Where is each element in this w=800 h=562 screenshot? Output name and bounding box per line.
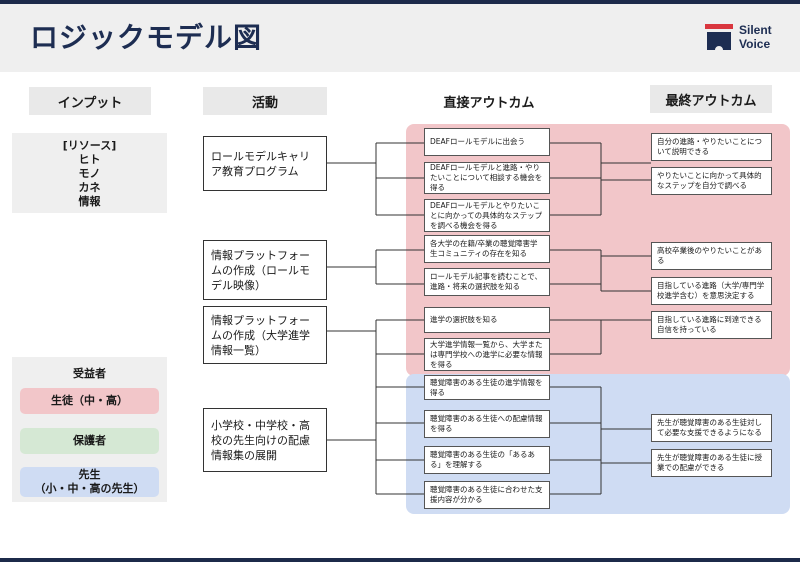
resources-panel: [リソース] ヒト モノ カネ 情報 [12, 133, 167, 213]
direct-outcome-1: DEAFロールモデルに出会う [424, 128, 550, 156]
final-outcome-1: 自分の進路・やりたいことについて説明できる [651, 133, 772, 161]
resource-people: ヒト [78, 153, 101, 166]
beneficiaries-panel: 受益者 生徒（中・高） 保護者 先生 （小・中・高の先生） [12, 357, 167, 502]
silent-voice-logo: Silent Voice [705, 22, 785, 56]
direct-outcome-6: 進学の選択肢を知る [424, 307, 550, 333]
activity-platform-video: 情報プラットフォームの作成（ロールモデル映像） [203, 240, 327, 300]
header-input: インプット [29, 87, 151, 115]
page-title: ロジックモデル図 [30, 21, 263, 54]
direct-outcome-2: DEAFロールモデルと進路・やりたいことについて相談する機会を得る [424, 162, 550, 194]
final-outcome-3: 高校卒業後のやりたいことがある [651, 242, 772, 270]
activity-career-program: ロールモデルキャリア教育プログラム [203, 136, 327, 191]
header-final-outcome: 最終アウトカム [650, 85, 772, 113]
direct-outcome-5: ロールモデル記事を読むことで、進路・将来の選択肢を知る [424, 268, 550, 296]
resource-things: モノ [78, 167, 101, 180]
activity-teacher-guide: 小学校・中学校・高校の先生向けの配慮情報集の展開 [203, 408, 327, 472]
activity-platform-university: 情報プラットフォームの作成（大学進学情報一覧） [203, 306, 327, 364]
final-outcome-4: 目指している進路（大学/専門学校進学含む）を意思決定する [651, 277, 772, 305]
top-rule [0, 0, 800, 4]
header-direct-outcome: 直接アウトカム [443, 95, 535, 111]
direct-outcome-3: DEAFロールモデルとやりたいことに向かっての具体的なステップを調べる機会を得る [424, 199, 550, 232]
final-outcome-2: やりたいことに向かって具体的なステップを自分で調べる [651, 167, 772, 195]
bottom-rule [0, 558, 800, 562]
beneficiary-teachers: 先生 （小・中・高の先生） [20, 467, 159, 497]
resources-label: [リソース] [62, 139, 117, 152]
direct-outcome-7: 大学進学情報一覧から、大学または専門学校への進学に必要な情報を得る [424, 338, 550, 371]
direct-outcome-9: 聴覚障害のある生徒への配慮情報を得る [424, 410, 550, 438]
final-outcome-6: 先生が聴覚障害のある生徒対して必要な支援できるようになる [651, 414, 772, 442]
resource-money: カネ [78, 181, 101, 194]
beneficiaries-title: 受益者 [73, 367, 106, 380]
final-outcome-7: 先生が聴覚障害のある生徒に授業での配慮ができる [651, 449, 772, 477]
direct-outcome-10: 聴覚障害のある生徒の「あるある」を理解する [424, 446, 550, 474]
header-band [0, 4, 800, 72]
direct-outcome-4: 各大学の在籍/卒業の聴覚障害学生コミュニティの存在を知る [424, 235, 550, 263]
direct-outcome-11: 聴覚障害のある生徒に合わせた支援内容が分かる [424, 481, 550, 509]
logo-text: Silent Voice [739, 23, 772, 51]
header-activity: 活動 [203, 87, 327, 115]
resource-info: 情報 [78, 195, 101, 208]
direct-outcome-8: 聴覚障害のある生徒の進学情報を得る [424, 375, 550, 400]
beneficiary-students: 生徒（中・高） [20, 388, 159, 414]
beneficiary-guardians: 保護者 [20, 428, 159, 454]
final-outcome-5: 目指している進路に到達できる自信を持っている [651, 311, 772, 339]
logo-mark-icon [705, 24, 733, 50]
